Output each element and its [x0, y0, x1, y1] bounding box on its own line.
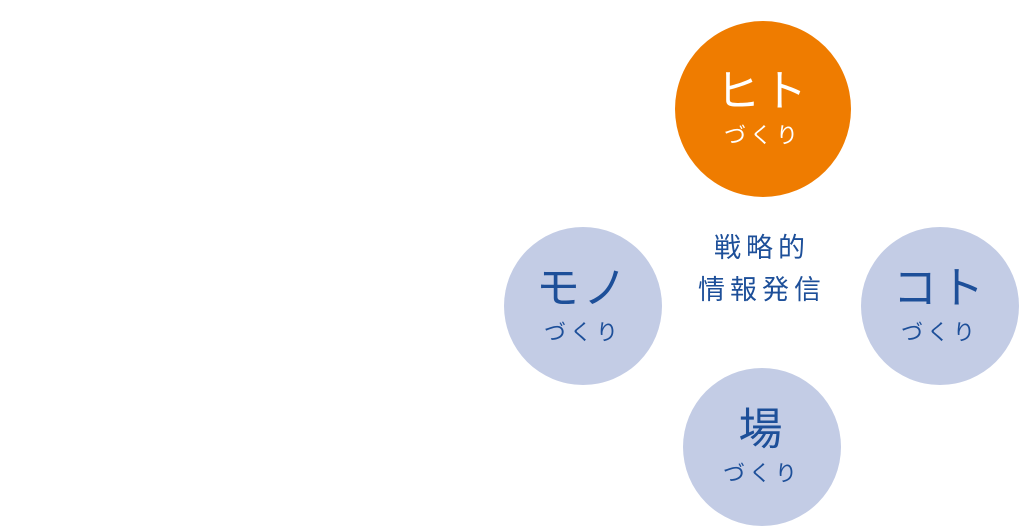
node-hito[interactable]: ヒト づくり	[675, 21, 851, 197]
node-mono-subtitle: づくり	[543, 321, 622, 346]
node-ba-title: 場	[738, 404, 786, 455]
center-label: 戦略的 情報発信	[682, 228, 842, 312]
node-ba-subtitle: づくり	[722, 462, 801, 487]
center-label-line2: 情報発信	[698, 275, 826, 306]
node-mono[interactable]: モノ づくり	[504, 227, 662, 385]
node-ba[interactable]: 場 づくり	[683, 368, 841, 526]
node-koto-subtitle: づくり	[900, 321, 979, 346]
center-label-line1: 戦略的	[714, 233, 810, 264]
node-mono-title: モノ	[536, 263, 630, 314]
node-koto[interactable]: コト づくり	[861, 227, 1019, 385]
node-hito-title: ヒト	[716, 66, 810, 117]
node-koto-title: コト	[893, 263, 987, 314]
node-hito-subtitle: づくり	[723, 124, 802, 149]
